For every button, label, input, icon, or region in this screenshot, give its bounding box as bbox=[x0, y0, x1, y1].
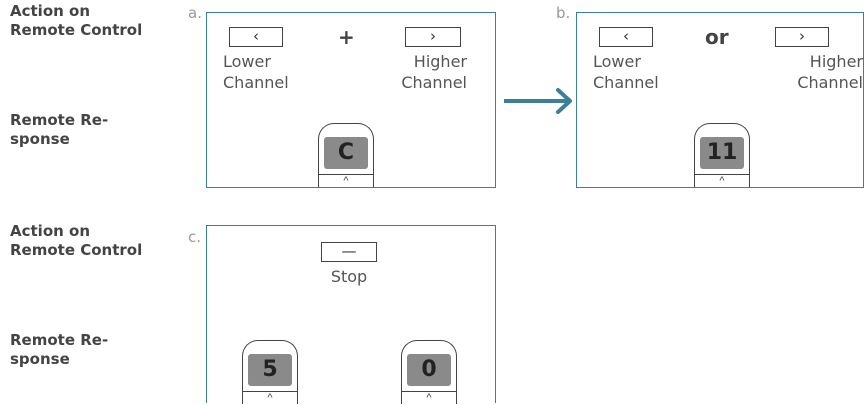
remote-display-b: 11 ^ bbox=[694, 123, 750, 187]
remote-display-c-right: 0 ^ bbox=[401, 340, 457, 404]
stop-caption: Stop bbox=[330, 267, 368, 286]
higher-channel-key-b[interactable]: › bbox=[775, 27, 829, 47]
caret-up-icon: ^ bbox=[267, 392, 273, 404]
panel-a-letter: a. bbox=[188, 4, 202, 22]
lower-channel-key-a[interactable]: ‹ bbox=[229, 27, 283, 47]
panel-b: ‹ Lower Channel or › Higher Channel 11 ^ bbox=[576, 12, 864, 188]
lower-channel-key-b[interactable]: ‹ bbox=[599, 27, 653, 47]
remote-screen-c-right: 0 bbox=[407, 354, 451, 386]
operator-plus: + bbox=[338, 25, 355, 49]
remote-divider bbox=[695, 174, 749, 175]
stop-key[interactable]: — bbox=[321, 242, 377, 262]
caret-up-icon: ^ bbox=[426, 392, 432, 404]
panel-c: — Stop 5 ^ 0 ^ bbox=[206, 225, 496, 404]
remote-divider bbox=[402, 391, 456, 392]
remote-divider bbox=[243, 391, 297, 392]
row1-action-label: Action on Remote Control bbox=[10, 2, 143, 39]
higher-channel-caption-a: Higher Channel bbox=[401, 52, 467, 92]
panel-a: ‹ Lower Channel + › Higher Channel C ^ bbox=[206, 12, 496, 188]
lower-channel-caption-a: Lower Channel bbox=[223, 52, 289, 92]
remote-screen-c-left: 5 bbox=[248, 354, 292, 386]
row1-response-label: Remote Re- sponse bbox=[10, 111, 109, 148]
row2-action-label: Action on Remote Control bbox=[10, 222, 143, 259]
remote-display-c-left: 5 ^ bbox=[242, 340, 298, 404]
remote-divider bbox=[319, 174, 373, 175]
row2-response-label: Remote Re- sponse bbox=[10, 331, 109, 368]
operator-or: or bbox=[705, 25, 729, 49]
higher-channel-key-a[interactable]: › bbox=[405, 27, 461, 47]
remote-screen-a: C bbox=[324, 137, 368, 169]
lower-channel-caption-b: Lower Channel bbox=[593, 52, 659, 92]
panel-c-letter: c. bbox=[188, 228, 202, 246]
caret-up-icon: ^ bbox=[343, 175, 349, 187]
remote-display-a: C ^ bbox=[318, 123, 374, 187]
remote-screen-b: 11 bbox=[700, 137, 744, 169]
panel-b-letter: b. bbox=[556, 4, 571, 22]
arrow-right-icon bbox=[504, 88, 572, 114]
higher-channel-caption-b: Higher Channel bbox=[797, 52, 863, 92]
caret-up-icon: ^ bbox=[719, 175, 725, 187]
